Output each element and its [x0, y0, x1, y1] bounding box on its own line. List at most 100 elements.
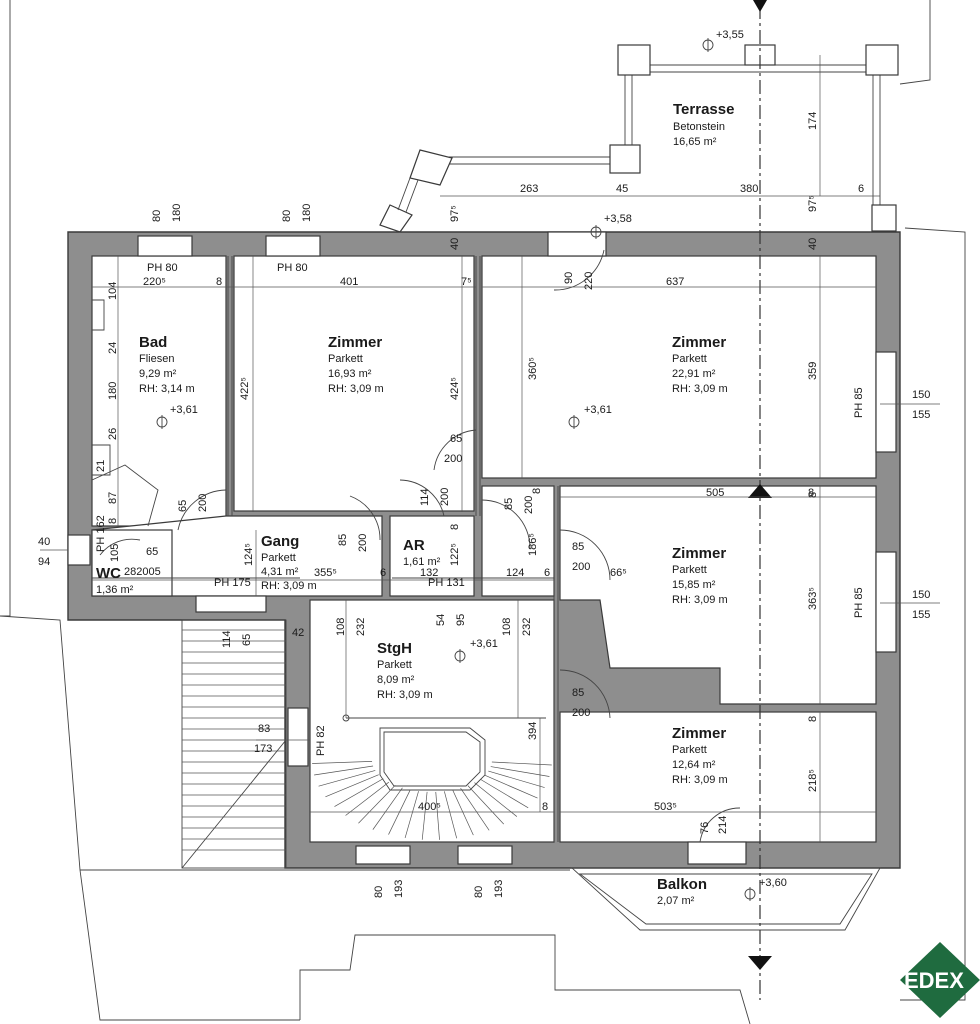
- dim-text: 66⁵: [610, 567, 627, 579]
- room-name-terrasse: Terrasse: [673, 101, 734, 118]
- window-wc: [67, 534, 91, 566]
- exterior-stairs: [181, 619, 287, 869]
- dim-text: 42: [292, 627, 304, 639]
- dim-text: 193: [493, 880, 505, 898]
- room-name-ar: AR: [403, 537, 425, 554]
- stair-tread: [479, 778, 529, 809]
- level-marker: +3,58: [590, 213, 632, 239]
- dim-text: 8: [807, 492, 819, 498]
- dim-text: 200: [357, 534, 369, 552]
- terrace-pillar-3: [865, 44, 899, 76]
- terrace-pillar-6: [409, 149, 453, 186]
- dim-text: 6: [380, 567, 386, 579]
- dim-text: 80: [151, 210, 163, 222]
- dim-text: 87: [107, 492, 119, 504]
- room-area-zimmer-1: 16,93 m²: [328, 368, 372, 380]
- room-labels: Bad Fliesen 9,29 m² RH: 3,14 m Zimmer Pa…: [96, 101, 734, 907]
- ar-room: [389, 515, 475, 597]
- level-marker: +3,61: [568, 404, 612, 429]
- room-material-stgh: Parkett: [377, 659, 412, 671]
- dim-text: 360⁵: [527, 357, 539, 380]
- dim-text: 200: [572, 561, 590, 573]
- room-height-zimmer-3: RH: 3,09 m: [672, 594, 728, 606]
- dim-text: 180: [171, 204, 183, 222]
- room-height-bad: RH: 3,14 m: [139, 383, 195, 395]
- stair-tread: [358, 785, 396, 824]
- window-stair: [287, 707, 309, 767]
- dim-text: 380: [740, 183, 758, 195]
- interior-stair: [312, 714, 552, 840]
- room-material-terrasse: Betonstein: [673, 121, 725, 133]
- dim-text: 150: [912, 389, 930, 401]
- window-east-2: [875, 551, 897, 653]
- dim-text: 114: [221, 630, 233, 648]
- window-stair-south-2: [457, 845, 513, 865]
- dim-text: 173: [254, 743, 272, 755]
- dim-text: 200: [523, 496, 535, 514]
- stair-tread: [488, 770, 545, 788]
- dim-text: 503⁵: [654, 801, 677, 813]
- dim-text: PH 80: [277, 262, 308, 274]
- dim-text: 359: [807, 362, 819, 380]
- axis-marker-mid: [748, 484, 772, 498]
- stair-tread: [325, 774, 379, 798]
- dim-text: 94: [38, 556, 50, 568]
- hall-connector: [481, 485, 555, 597]
- balkon: [570, 867, 881, 931]
- dim-text: 80: [473, 886, 485, 898]
- dim-text: 8: [808, 487, 814, 499]
- dim-text: 180: [107, 382, 119, 400]
- level-marker: +3,55: [702, 29, 744, 52]
- dim-text: 97⁵: [807, 195, 819, 212]
- dim-text: PH 162: [95, 515, 107, 552]
- dim-text: 40: [449, 238, 461, 250]
- stairwell: [309, 599, 555, 843]
- room-material-bad: Fliesen: [139, 353, 174, 365]
- dim-text: 65: [450, 433, 462, 445]
- room-name-gang: Gang: [261, 533, 299, 550]
- dim-text: 24: [107, 342, 119, 354]
- room-area-wc: 1,36 m²: [96, 584, 134, 596]
- edex-logo-text: EDEX: [904, 968, 964, 993]
- stair-tread: [404, 791, 419, 839]
- room-name-wc: WC: [96, 565, 121, 582]
- dim-text: 400⁵: [418, 801, 441, 813]
- stair-tread: [435, 791, 440, 840]
- window-east-1: [875, 351, 897, 453]
- room-name-stgh: StgH: [377, 640, 412, 657]
- dim-text: 21: [95, 460, 107, 472]
- dim-text: 637: [666, 276, 684, 288]
- dim-text: 424⁵: [449, 377, 461, 400]
- stair-tread: [334, 778, 384, 807]
- dim-text: 200: [197, 494, 209, 512]
- level-text: +3,61: [584, 404, 612, 416]
- dim-text: 422⁵: [239, 377, 251, 400]
- dim-text: 45: [616, 183, 628, 195]
- dimension-texts: 80 180 80 180 PH 80 PH 80 220⁵ 8 401 7⁵ …: [38, 112, 930, 898]
- dim-text: 85: [572, 541, 584, 553]
- room-height-gang: RH: 3,09 m: [261, 580, 317, 592]
- zimmer-room-4: [559, 711, 877, 843]
- room-height-stgh: RH: 3,09 m: [377, 689, 433, 701]
- window-gang: [195, 595, 267, 613]
- level-text: +3,55: [716, 29, 744, 41]
- dim-text: 80: [373, 886, 385, 898]
- dim-text: 282005: [124, 566, 161, 578]
- room-height-zimmer-2: RH: 3,09 m: [672, 383, 728, 395]
- dim-text: 90: [563, 272, 575, 284]
- dim-text: 394: [527, 722, 539, 740]
- dim-text: PH 80: [147, 262, 178, 274]
- dim-text: 363⁵: [807, 587, 819, 610]
- room-area-bad: 9,29 m²: [139, 368, 177, 380]
- window-balkon-door: [687, 841, 747, 865]
- dim-text: 220: [583, 272, 595, 290]
- dim-text: PH 82: [315, 725, 327, 756]
- dim-text: 85: [337, 534, 349, 546]
- dim-text: 8: [531, 488, 543, 494]
- dim-text: 232: [355, 618, 367, 636]
- window-bad: [137, 235, 193, 257]
- axis-marker-bottom: [748, 956, 772, 970]
- dim-text: 132: [420, 567, 438, 579]
- stair-tread: [318, 770, 376, 787]
- room-material-zimmer-4: Parkett: [672, 744, 707, 756]
